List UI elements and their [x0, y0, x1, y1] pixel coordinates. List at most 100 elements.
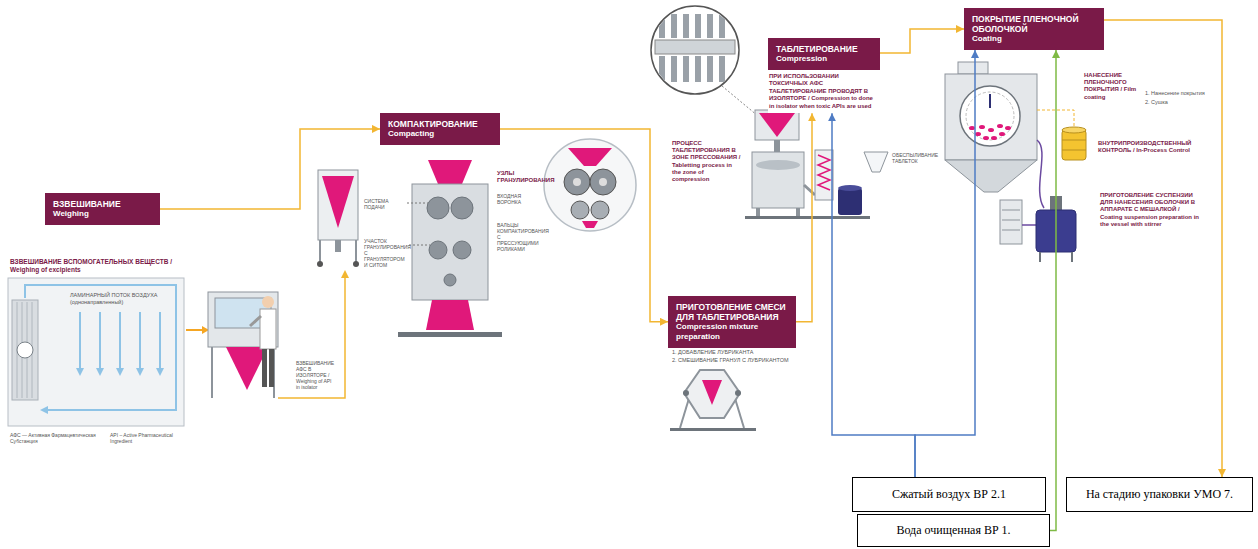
ibc-hopper — [317, 170, 359, 267]
granulation-detail — [564, 169, 590, 195]
weighing-isolator — [226, 347, 268, 390]
stage-title: ПРИГОТОВЛЕНИЕ СМЕСИ ДЛЯ ТАБЛЕТИРОВАНИЯ — [676, 302, 788, 322]
material-flow-line — [278, 276, 345, 398]
coating-pan — [1037, 140, 1044, 208]
punch-detail — [655, 14, 735, 82]
tablet-press — [752, 152, 804, 208]
granulation-detail — [544, 139, 636, 231]
weighing-isolator — [208, 292, 278, 398]
clean-room — [25, 285, 176, 410]
part-name: СИСТЕМА ПОДАЧИ — [364, 198, 404, 210]
suspension-vessel — [1000, 196, 1076, 262]
granulation-detail — [568, 148, 612, 166]
clean-room — [136, 368, 144, 376]
punch-detail — [671, 14, 677, 38]
stage-box: ПОКРЫТИЕ ПЛЕНОЧНОЙ ОБОЛОЧКОЙCoating — [964, 8, 1104, 50]
stage-box: ПРИГОТОВЛЕНИЕ СМЕСИ ДЛЯ ТАБЛЕТИРОВАНИЯCo… — [668, 296, 796, 348]
clean-room — [159, 312, 161, 368]
tablet-press — [756, 160, 800, 170]
coating-pan — [979, 125, 985, 129]
part-name: ВАЛЬЦЫ КОМПАКТИРОВАНИЯ С ПРЕССУЮЩИМИ РОЛ… — [497, 222, 543, 252]
suspension-vessel — [1002, 220, 1020, 221]
operator-figure — [250, 296, 276, 387]
granulation-detail — [591, 201, 609, 219]
roller-compactor — [428, 160, 472, 184]
weighing-isolator — [211, 347, 213, 398]
tablet-press — [756, 208, 760, 216]
ipc-drum — [1062, 140, 1086, 141]
ipc-drum — [1062, 130, 1086, 160]
punch-detail — [683, 56, 689, 82]
stage-subtitle: Compacting — [388, 129, 492, 139]
coating-pan — [999, 132, 1005, 136]
coating-pan — [997, 124, 1003, 128]
utility-box: Сжатый воздух ВР 2.1 — [852, 477, 1046, 512]
clean-room — [139, 312, 141, 368]
coating-pan — [945, 62, 1074, 208]
callout-text: ЛАМИНАРНЫЙ ПОТОК ВОЗДУХА (однонаправленн… — [70, 292, 170, 305]
ibc-hopper — [355, 240, 357, 262]
suspension-vessel — [1022, 224, 1036, 226]
tablet-press — [774, 140, 780, 152]
tablet-press — [864, 152, 888, 172]
stage-box: КОМПАКТИРОВАНИЕCompacting — [380, 113, 500, 145]
callout-text: ВНУТРИПРОИЗВОДСТВЕННЫЙ КОНТРОЛЬ / In-Pro… — [1098, 140, 1200, 154]
punch-detail — [695, 14, 701, 38]
stage-box: ВЗВЕШИВАНИЕWeighing — [45, 193, 160, 225]
v-blender — [683, 390, 689, 396]
flow-arrow — [915, 50, 975, 477]
v-blender — [670, 428, 756, 431]
coating-pan — [991, 136, 997, 140]
stage-title: КОМПАКТИРОВАНИЕ — [388, 119, 492, 129]
coating-pan — [958, 62, 988, 74]
ibc-hopper — [335, 240, 341, 252]
clean-room — [96, 368, 104, 376]
roller-compactor — [398, 160, 502, 337]
coating-pan — [1005, 126, 1011, 130]
granulation-detail — [590, 169, 616, 195]
step-text: 1. ДОБАВЛЕНИЕ ЛУБРИКАНТА — [672, 349, 802, 356]
ibc-hopper — [317, 261, 323, 267]
v-blender — [735, 390, 741, 396]
callout-text: НАНЕСЕНИЕ ПЛЕНОЧНОГО ПОКРЫТИЯ / Film coa… — [1084, 72, 1140, 101]
roller-compactor — [409, 245, 430, 246]
coating-pan — [983, 136, 989, 140]
part-name: УЧАСТОК ГРАНУЛИРОВАНИЯ С ГРАНУЛЯТОРОМ И … — [364, 238, 407, 268]
tablet-press — [815, 150, 833, 200]
footnote: АФС — Активная Фармацевтическая Субстанц… — [10, 432, 105, 444]
section-heading: ВЗВЕШИВАНИЕ ВСПОМОГАТЕЛЬНЫХ ВЕЩЕСТВ / We… — [10, 258, 185, 274]
operator-figure — [250, 316, 261, 326]
v-blender — [670, 370, 756, 431]
coating-pan — [969, 126, 975, 130]
clean-room — [119, 312, 121, 368]
roller-compactor — [427, 197, 449, 219]
punch-detail — [659, 14, 665, 38]
tablet-press — [755, 110, 799, 140]
tablet-press — [804, 185, 815, 195]
flow-arrow — [1050, 50, 1056, 531]
clean-room — [17, 342, 33, 358]
punch-detail — [722, 86, 758, 116]
clean-room — [12, 300, 38, 400]
footnote: API – Active Pharmaceutical Ingredient — [110, 432, 190, 444]
suspension-vessel — [1002, 230, 1020, 231]
clean-room — [40, 406, 48, 414]
suspension-vessel — [1000, 200, 1022, 244]
ibc-hopper — [318, 170, 358, 240]
roller-compactor — [412, 184, 488, 300]
coating-pan — [966, 92, 1014, 140]
part-name: ВХОДНАЯ ВОРОНКА — [497, 193, 543, 205]
clean-room — [8, 278, 184, 426]
callout-text: ПРОЦЕСС ТАБЛЕТИРОВАНИЯ В ЗОНЕ ПРЕССОВАНИ… — [672, 140, 742, 183]
coating-pan — [960, 86, 1020, 146]
punch-detail — [695, 56, 701, 82]
coating-pan — [945, 160, 1037, 192]
stage-title: ВЗВЕШИВАНИЕ — [53, 199, 152, 209]
ibc-hopper — [319, 240, 321, 262]
part-name: УЗЛЫ ГРАНУЛИРОВАНИЯ — [497, 170, 543, 184]
callout-text: ПРИГОТОВЛЕНИЕ СУСПЕНЗИИ ДЛЯ НАНЕСЕНИЯ ОБ… — [1100, 192, 1200, 228]
stage-title-band: ПРИГОТОВЛЕНИЕ СМЕСИ ДЛЯ ТАБЛЕТИРОВАНИЯCo… — [668, 296, 796, 348]
